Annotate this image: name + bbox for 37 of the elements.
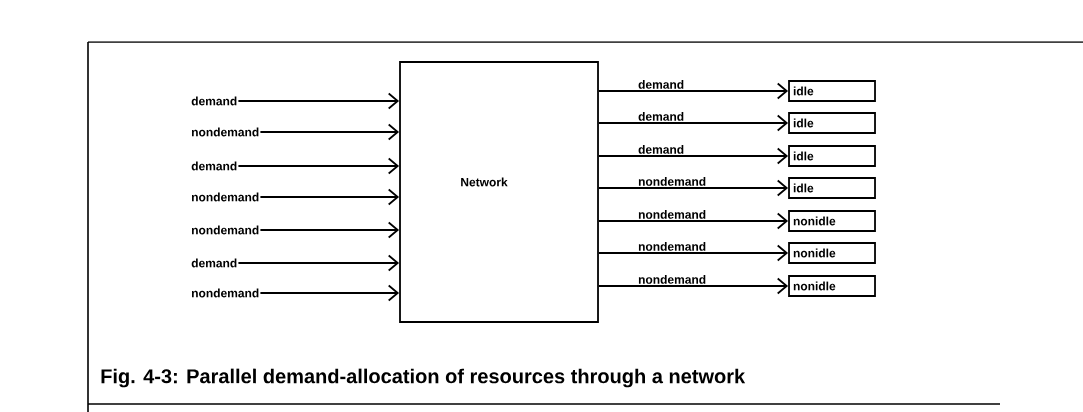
- caption: Fig. 4-3: Parallel demand-allocation of resources through a network: [101, 368, 746, 388]
- arrow: [260, 221, 400, 239]
- state-box: nonidle: [788, 275, 876, 297]
- input-label: demand: [191, 161, 237, 171]
- edge-label: nondemand: [637, 241, 708, 252]
- edge-label: nondemand: [637, 176, 708, 187]
- input-label: nondemand: [192, 288, 259, 298]
- state-box: nonidle: [788, 210, 876, 232]
- arrow: [260, 188, 400, 206]
- input-label: nondemand: [192, 127, 259, 137]
- arrow: [238, 92, 400, 110]
- edge-label: nondemand: [637, 274, 708, 285]
- edge-label: demand: [637, 144, 686, 155]
- edge-label: demand: [637, 111, 686, 122]
- arrow: [598, 114, 789, 132]
- arrow: [260, 123, 400, 141]
- arrow: [598, 244, 789, 262]
- arrow: [238, 254, 400, 272]
- arrow: [598, 277, 789, 295]
- input-label: demand: [191, 96, 237, 106]
- edge-label: nondemand: [637, 209, 708, 220]
- arrow: [260, 284, 400, 302]
- network-box: Network: [399, 61, 599, 323]
- arrow: [598, 82, 789, 100]
- state-box: idle: [788, 112, 876, 134]
- edge-label: demand: [637, 79, 686, 90]
- arrow: [598, 147, 789, 165]
- input-label: nondemand: [192, 225, 259, 235]
- input-label: demand: [191, 258, 237, 268]
- input-label: nondemand: [192, 192, 259, 202]
- arrow: [238, 157, 400, 175]
- arrow: [598, 212, 789, 230]
- state-box: idle: [788, 177, 876, 199]
- state-box: nonidle: [788, 242, 876, 264]
- state-box: idle: [788, 145, 876, 167]
- arrow: [598, 179, 789, 197]
- state-box: idle: [788, 80, 876, 102]
